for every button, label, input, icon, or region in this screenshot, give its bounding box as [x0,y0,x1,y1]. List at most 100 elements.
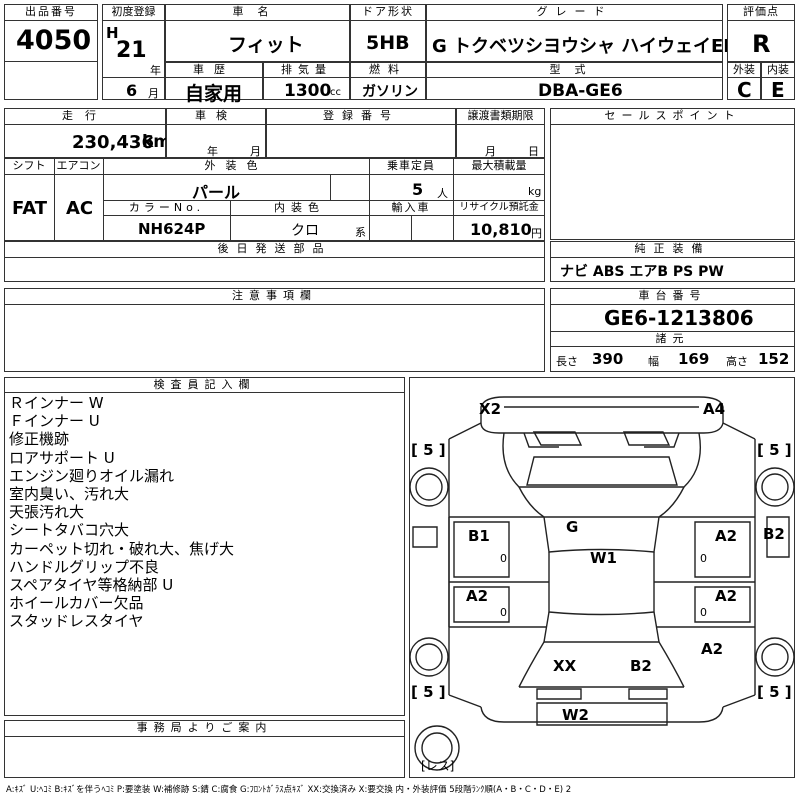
ext-color-label: 外装色 [204,159,268,172]
registration-label: 登録番号 [323,109,399,122]
aircon-value: AC [66,198,94,219]
score-label: 評価点 [743,5,779,18]
lot-label: 出品番号 [25,5,77,18]
first-reg-month-unit: 月 [148,87,159,100]
mark-b2-right: B2 [763,525,785,543]
mileage-box [4,108,166,158]
score-box [727,4,795,62]
shift-label: シフト [12,159,46,172]
interior-label: 内装 [767,63,789,76]
interior-value: E [771,78,785,102]
note-line: 天張汚れ大 [9,503,85,522]
inspection-year-unit: 年 [207,145,218,158]
note-line: カーペット切れ・破れ大、焦げ大 [9,539,235,558]
specs-length-label: 長さ [556,355,578,368]
first-reg-era: H [106,24,119,42]
chassis-value: GE6-1213806 [604,306,754,330]
first-reg-year: 21 [116,38,147,63]
door-value: 5HB [366,32,410,54]
mark-xx: XX [553,657,577,675]
grade-value: G トクベツシヨウシャ ハイウェイED [432,36,739,57]
zero-mark: 0 [500,606,507,619]
mark-w1: W1 [590,549,617,567]
transfer-box [456,108,545,158]
spare-tire-label: [レス] [421,759,454,773]
zero-mark: 0 [700,606,707,619]
tire-front-left-tread: [ 5 ] [411,441,446,459]
inspector-notes: Ｒインナー W Ｆインナー U 修正機跡 ロアサポート U エンジン廻りオイル漏… [9,394,399,631]
chassis-box [550,288,795,372]
aircon-label: エアコン [56,159,101,172]
note-line: ハンドルグリップ不良 [9,557,160,576]
model-label: 型式 [549,63,600,76]
recycle-unit: 円 [531,227,542,240]
capacity-unit: 人 [437,187,448,200]
color-no-label: カラーNo. [128,201,205,214]
mark-a2-right: A2 [715,587,737,605]
door-box [350,4,426,62]
model-box [426,62,723,100]
score-value: R [752,30,771,58]
mark-b1: B1 [468,527,490,545]
tire-rear-left-tread: [ 5 ] [411,683,446,701]
mark-a2-front-right: A2 [715,527,737,545]
fuel-value: ガソリン [362,84,418,100]
history-box [165,62,263,100]
transfer-label: 譲渡書類期限 [467,109,534,122]
model-value: DBA-GE6 [538,81,623,101]
note-line: スタッドレスタイヤ [9,612,144,631]
displacement-unit: cc [330,87,341,98]
inspector-box [4,377,405,716]
caution-label: 注意事項欄 [232,289,317,302]
note-line: スペアタイヤ等格納部 U [9,576,174,595]
mark-a2-left: A2 [466,587,488,605]
specs-width: 169 [678,350,710,368]
equipment-value: ナビ ABS エアB PS PW [560,264,724,280]
chassis-label: 車台番号 [638,289,707,302]
specs-height-label: 高さ [726,355,748,368]
first-reg-year-unit: 年 [150,64,161,77]
mileage-label: 走行 [62,109,108,122]
legend-footer: A:ｷｽﾞ U:ﾍｺﾐ B:ｷｽﾞを伴うﾍｺﾐ P:要塗装 W:補修跡 S:錆 … [6,785,572,795]
fuel-label: 燃料 [369,63,407,76]
max-load-unit: kg [528,185,542,198]
mark-w2: W2 [562,706,589,724]
note-line: Ｆインナー U [9,412,100,431]
inspector-label: 検査員記入欄 [153,378,256,391]
capacity-label: 乗車定員 [387,159,435,172]
caution-box [4,288,545,372]
car-name-label: 車名 [232,5,283,18]
zero-mark: 0 [500,552,507,565]
note-line: エンジン廻りオイル漏れ [9,466,175,485]
transfer-day-unit: 日 [528,145,539,158]
int-color-value: クロ [291,223,319,239]
exterior-label: 外装 [733,63,755,76]
note-line: ロアサポート U [9,448,115,467]
mileage-value: 230,436 [72,132,154,153]
specs-height: 152 [758,350,790,368]
note-line: 修正機跡 [9,430,70,449]
displacement-label: 排気量 [281,63,332,76]
inspection-box [166,108,266,158]
mark-b2-rear: B2 [630,657,652,675]
note-line: 室内臭い、汚れ大 [9,485,130,504]
office-box [4,720,405,778]
displacement-value: 1300 [284,81,332,101]
tire-front-right-tread: [ 5 ] [757,441,792,459]
grade-label: グレード [536,5,613,18]
registration-box [266,108,456,158]
zero-mark: 0 [700,552,707,565]
car-diagram: X2 A4 G B1 A2 B2 W1 A2 A2 A2 XX B2 W2 0 … [409,396,795,773]
exterior-box [727,62,761,100]
max-load-label: 最大積載量 [471,159,527,172]
office-label: 事務局よりご案内 [136,721,273,734]
equipment-label: 純正装備 [634,242,711,255]
later-parts-box [4,241,545,282]
ext-color-value: パール [192,183,241,202]
mileage-unit: km [142,132,172,152]
history-value: 自家用 [185,83,243,105]
import-label: 輸入車 [391,201,431,214]
tire-rear-right-tread: [ 5 ] [757,683,792,701]
shift-ac-box [4,158,545,241]
door-label: ドア形状 [362,5,414,18]
